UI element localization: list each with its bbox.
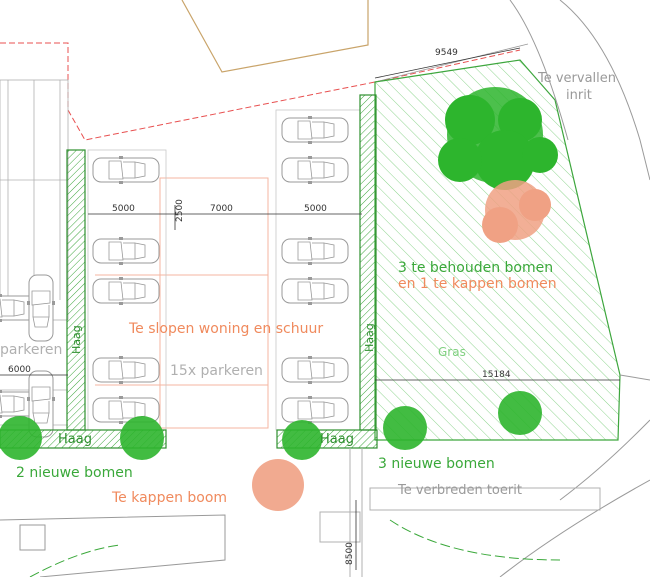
parkeren-15x-label: 15x parkeren — [170, 363, 263, 379]
gras-label: Gras — [438, 345, 466, 359]
dim-7000: 7000 — [210, 204, 233, 214]
haag-vertical-right: Haag — [363, 323, 376, 352]
dim-2500: 2500 — [175, 199, 185, 222]
dim-15184: 15184 — [482, 370, 511, 380]
toerit-outline — [319, 448, 601, 577]
road-outline — [499, 0, 650, 577]
dim-5000-right: 5000 — [304, 204, 327, 214]
car-column-left — [92, 155, 160, 425]
dim-6000: 6000 — [8, 365, 31, 375]
te-behouden-label-1: 3 te behouden bomen — [398, 260, 553, 276]
car-column-right — [281, 115, 349, 425]
haag-vertical-left: Haag — [70, 325, 83, 354]
hedge-right-vertical — [359, 94, 377, 431]
bottom-left-building — [0, 514, 226, 577]
tree-canopy-icon — [438, 87, 558, 190]
te-kappen-boom-label: Te kappen boom — [111, 490, 227, 506]
green-dashed-curve — [389, 519, 561, 561]
tree-kappen-boom — [252, 459, 304, 511]
parkeren-left-label: parkeren — [0, 342, 62, 358]
haag-bottom-left: Haag — [58, 432, 92, 447]
inrit-label: inrit — [566, 88, 592, 103]
te-vervallen-label: Te vervallen — [537, 71, 616, 86]
tree-to-remove — [482, 180, 551, 243]
green-dashed-curve-left — [29, 544, 121, 577]
demolish-outline — [95, 177, 269, 429]
nieuwe-bomen-right: 3 nieuwe bomen — [378, 456, 495, 472]
te-behouden-label-2: en 1 te kappen bomen — [398, 276, 557, 292]
dim-9549: 9549 — [435, 48, 458, 58]
boundary-thin — [374, 43, 529, 83]
dimension-lines — [0, 47, 620, 570]
haag-bottom-right: Haag — [320, 432, 354, 447]
hedge-left-vertical — [66, 149, 86, 431]
te-slopen-label: Te slopen woning en schuur — [128, 321, 323, 337]
dim-5000-left: 5000 — [112, 204, 135, 214]
nieuwe-bomen-left: 2 nieuwe bomen — [16, 465, 133, 481]
tree-new-1 — [0, 391, 542, 460]
te-verbreden-toerit-label: Te verbreden toerit — [397, 483, 522, 498]
existing-building — [181, 0, 369, 73]
dim-8500: 8500 — [345, 542, 355, 565]
